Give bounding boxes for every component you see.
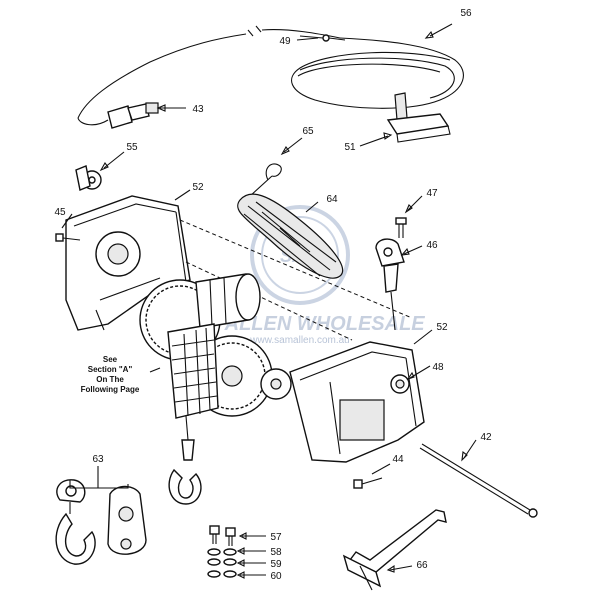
watermark-badge-icon — [250, 205, 350, 305]
callout-56: 56 — [460, 8, 472, 19]
callout-57: 57 — [270, 532, 282, 543]
housing-cover-left — [55, 195, 191, 331]
leader-lines — [61, 23, 477, 579]
callout-63: 63 — [92, 454, 104, 465]
winch-gear-assembly — [139, 273, 292, 505]
housing-cover-right — [289, 341, 425, 489]
section-note: See Section "A" On The Following Page — [81, 355, 140, 394]
rope-coil — [237, 163, 344, 279]
bolt-47 — [395, 217, 407, 238]
callout-55: 55 — [126, 142, 138, 153]
fastener-set — [207, 525, 237, 578]
callout-65: 65 — [302, 126, 314, 137]
tie-rod-42 — [419, 443, 538, 518]
note-line-2: Section "A" — [88, 365, 133, 374]
callout-66: 66 — [416, 560, 428, 571]
callout-58: 58 — [270, 547, 282, 558]
callout-59: 59 — [270, 559, 282, 570]
assembly-line-2 — [185, 261, 353, 341]
callout-45: 45 — [54, 207, 66, 218]
note-line-3: On The — [96, 375, 124, 384]
snatch-block-63 — [55, 479, 147, 565]
watermark-url: www.samallen.com.au — [249, 335, 349, 346]
connector-plug-55 — [75, 165, 102, 191]
callouts: 56 49 43 65 51 55 52 47 45 64 46 52 48 4… — [54, 8, 492, 582]
callout-60: 60 — [270, 571, 282, 582]
callout-46: 46 — [426, 240, 438, 251]
callout-64: 64 — [326, 194, 338, 205]
note-line-4: Following Page — [81, 385, 140, 394]
callout-47: 47 — [426, 188, 438, 199]
callout-43: 43 — [192, 104, 204, 115]
callout-42: 42 — [480, 432, 492, 443]
callout-52-left: 52 — [192, 182, 204, 193]
anchor-bracket-46 — [375, 238, 405, 331]
note-line-1: See — [103, 355, 118, 364]
callout-51: 51 — [344, 142, 356, 153]
crank-handle-66 — [342, 509, 447, 591]
callout-52-right: 52 — [436, 322, 448, 333]
remote-control-cable — [77, 25, 464, 143]
callout-48: 48 — [432, 362, 444, 373]
callout-49: 49 — [279, 36, 291, 47]
callout-44: 44 — [392, 454, 404, 465]
